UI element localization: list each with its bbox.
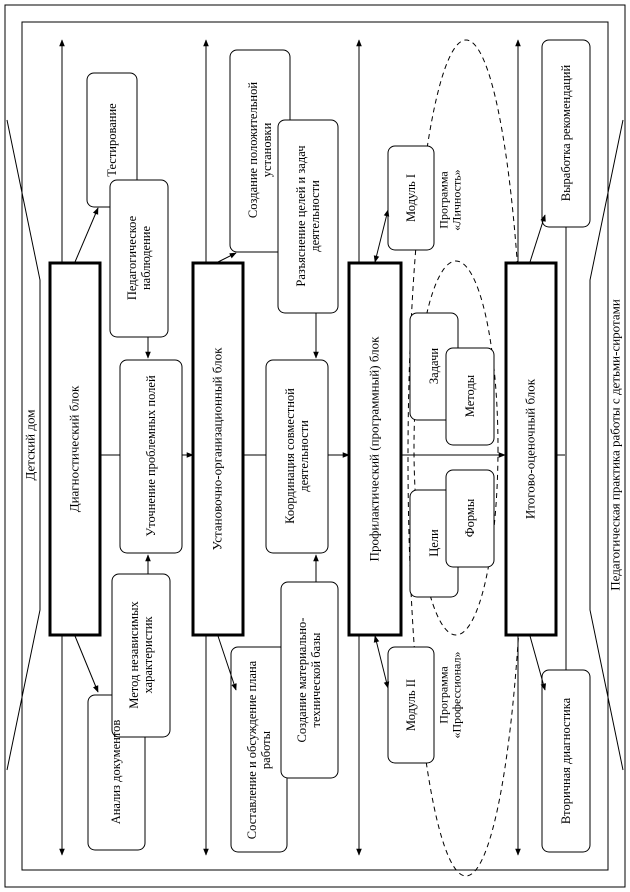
arrow-preventive-module1 (373, 209, 390, 263)
label-goals-explanation: Разъяснение целей и задач деятельности (294, 145, 322, 287)
label-document-analysis: Анализ документов (109, 719, 123, 825)
label-coordination: Координация совместной деятельности (283, 388, 311, 524)
label-methods: Методы (463, 374, 477, 418)
box-coordination (265, 359, 329, 554)
label-material-base: Создание материально-технической базы (295, 617, 323, 743)
box-material-base (280, 581, 339, 779)
label-independent-characteristics: Метод независимых характеристик (127, 601, 155, 709)
arrow-final-recommendations (529, 214, 546, 263)
label-final-block: Итогово-оценочный блок (522, 378, 538, 520)
arrow-diagnostic-testing (74, 207, 99, 263)
label-left-frame: Детский дом (22, 409, 38, 481)
box-methods (445, 347, 495, 446)
right-chevron-outline (589, 119, 624, 771)
preventive-block (347, 261, 403, 637)
box-module1 (387, 145, 435, 251)
outer-frame (4, 4, 626, 888)
arrow-preventive-module2 (373, 635, 390, 689)
inner-frame (21, 21, 609, 871)
final-block (504, 261, 558, 637)
box-independent-characteristics (111, 573, 171, 738)
organizational-block (191, 261, 245, 637)
label-module2: Модуль II (404, 678, 418, 732)
label-preventive-block: Профилактический (программный) блок (366, 336, 382, 562)
label-module1: Модуль I (404, 174, 418, 222)
label-organizational-block: Установочно-организационный блок (209, 347, 225, 551)
box-clarification (119, 359, 183, 554)
box-forms (445, 469, 495, 568)
arrow-diagnostic-documents (74, 635, 99, 693)
label-right-frame: Педагогическая практика работы с детьми-… (607, 299, 623, 591)
label-observation: Педагогическое наблюдение (125, 215, 153, 301)
arrow-org-attitude (217, 252, 237, 263)
arrow-final-secondary (529, 635, 547, 691)
box-module2 (387, 646, 435, 764)
label-forms: Формы (463, 498, 477, 538)
label-positive-attitude: Создание положительной установки (246, 81, 274, 219)
label-program-professional: Программа «Профессионал» (436, 651, 464, 739)
diagnostic-block (48, 261, 102, 637)
label-work-plan: Составление и обсуждение плана работы (245, 660, 273, 840)
label-secondary-diagnostics: Вторичная диагностика (559, 697, 573, 825)
label-goals: Цели (427, 529, 441, 557)
inner-dashed-ellipse (413, 260, 499, 636)
box-observation (109, 179, 169, 338)
label-testing: Тестирование (105, 103, 119, 177)
label-clarification: Уточнение проблемных полей (144, 375, 158, 537)
box-goals-explanation (277, 119, 339, 314)
label-recommendations: Выработка рекомендаций (559, 64, 573, 202)
label-program-personality: Программа «Личность» (436, 169, 464, 231)
label-tasks: Задачи (427, 347, 441, 385)
arrow-org-workplan (217, 635, 237, 691)
left-chevron-outline (6, 119, 41, 771)
label-diagnostic-block: Диагностический блок (66, 385, 82, 513)
